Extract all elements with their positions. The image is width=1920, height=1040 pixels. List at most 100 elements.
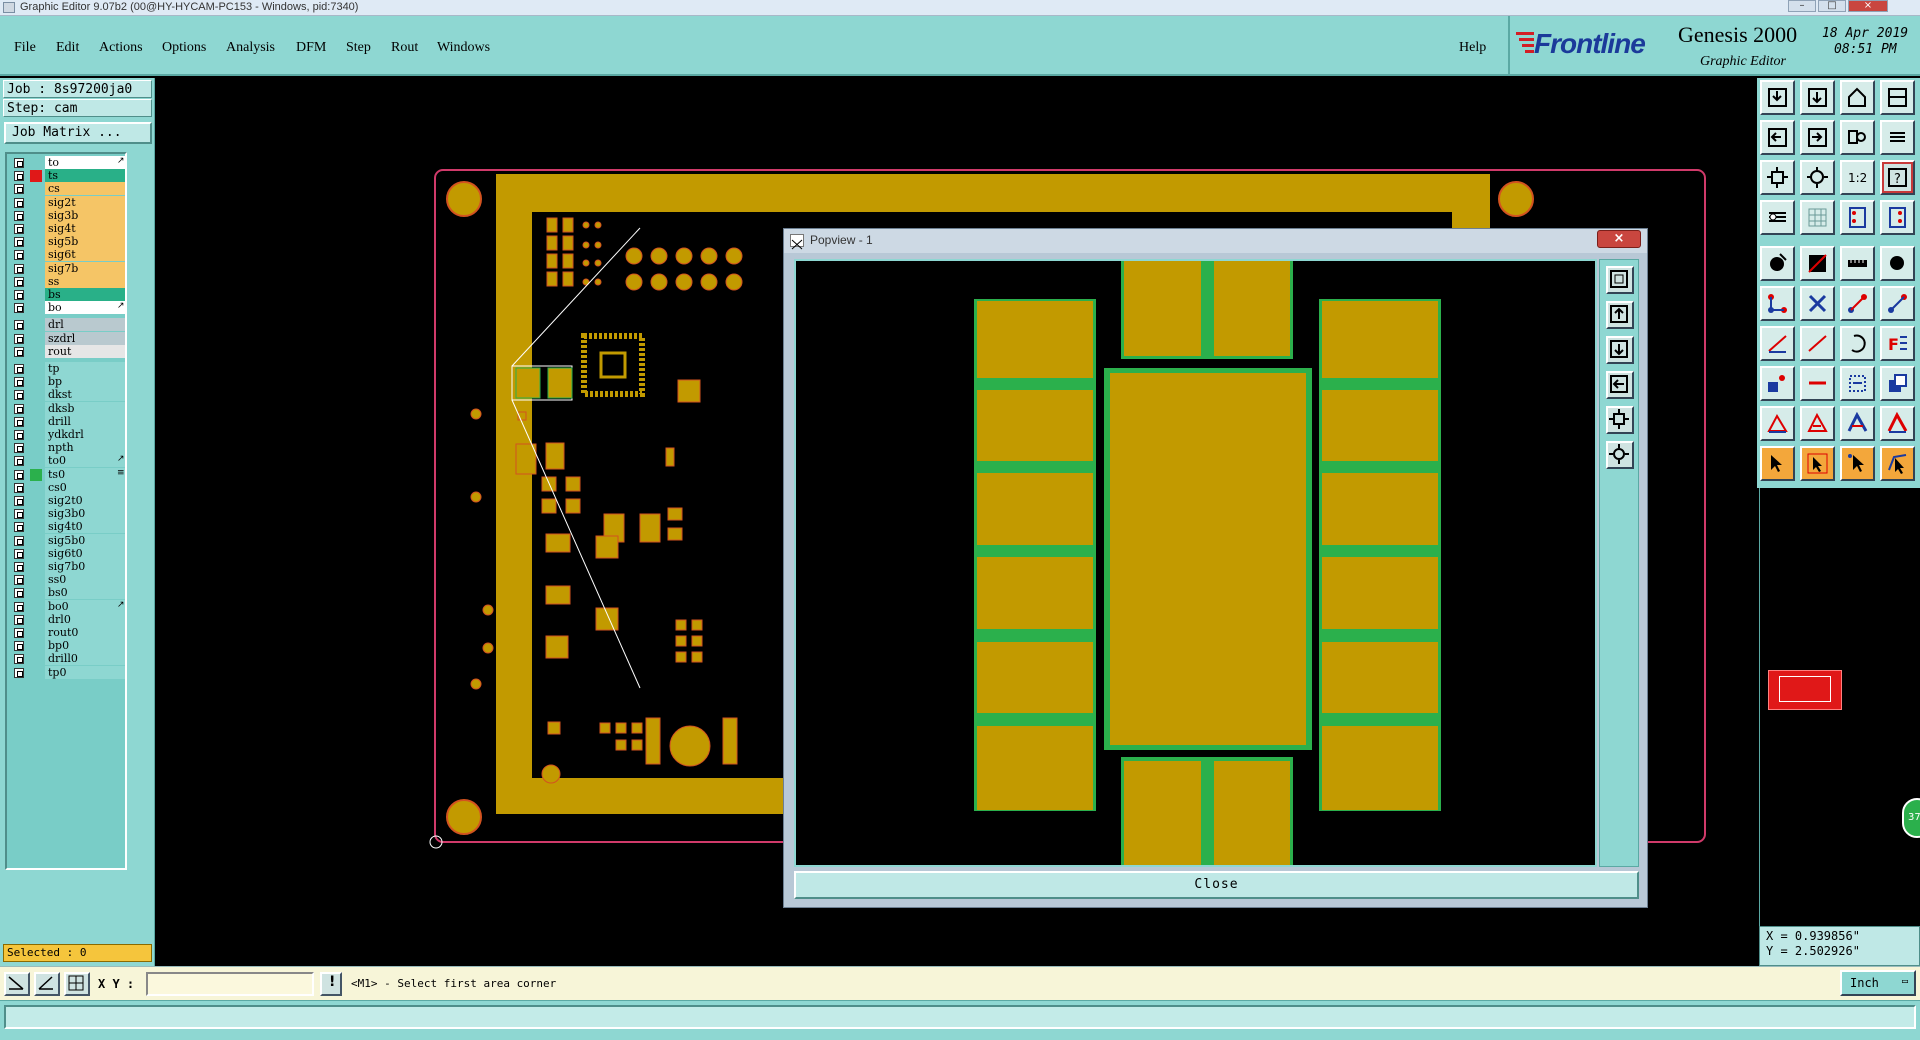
layer-checkbox[interactable]: [14, 171, 24, 182]
layer-color-swatch[interactable]: [30, 170, 42, 183]
layer-row-to[interactable]: to↗: [9, 156, 127, 170]
tool-export-icon[interactable]: [1800, 80, 1835, 115]
layer-row-sig5b0[interactable]: sig5b0: [9, 533, 127, 548]
layer-color-swatch[interactable]: [30, 627, 42, 639]
layer-checkbox[interactable]: [14, 390, 24, 401]
tool-mirror-icon[interactable]: [1840, 120, 1875, 155]
layer-color-swatch[interactable]: [30, 376, 42, 388]
layer-row-npth[interactable]: npth: [9, 441, 127, 455]
layer-name[interactable]: ts: [45, 169, 125, 183]
layer-row-sig6t0[interactable]: sig6t0: [9, 546, 127, 561]
layer-row-sig3b0[interactable]: sig3b0: [9, 507, 127, 521]
minimize-button[interactable]: –: [1788, 0, 1816, 12]
layer-checkbox[interactable]: [14, 482, 24, 493]
tool-cross-icon[interactable]: [1800, 286, 1835, 321]
layer-color-swatch[interactable]: [30, 210, 42, 222]
layer-checkbox[interactable]: [14, 237, 24, 248]
tool-copy-icon[interactable]: [1880, 366, 1915, 401]
overview-map[interactable]: 37: [1759, 488, 1920, 926]
tool-resize-icon[interactable]: [1840, 366, 1875, 401]
layer-checkbox[interactable]: [14, 469, 24, 480]
layer-color-swatch[interactable]: [30, 363, 42, 375]
layer-color-swatch[interactable]: [30, 223, 42, 235]
tool-zoom-fit-icon[interactable]: [1760, 160, 1795, 195]
layer-color-swatch[interactable]: [30, 455, 42, 467]
layer-color-swatch[interactable]: [30, 346, 42, 358]
tool-outline-icon[interactable]: [1840, 406, 1875, 441]
grid-snap-icon[interactable]: [64, 972, 90, 996]
layer-checkbox[interactable]: [14, 588, 24, 599]
menu-rout[interactable]: Rout: [391, 40, 419, 55]
tool-draw-icon[interactable]: [1800, 326, 1835, 361]
tool-home-icon[interactable]: [1840, 80, 1875, 115]
layer-name[interactable]: bp0: [45, 639, 125, 653]
layer-color-swatch[interactable]: [30, 319, 42, 331]
layer-name[interactable]: dksb: [45, 401, 125, 415]
tool-fill-icon[interactable]: [1880, 406, 1915, 441]
layer-color-swatch[interactable]: [30, 561, 42, 573]
tool-pan-right-icon[interactable]: [1800, 120, 1835, 155]
layer-checkbox[interactable]: [14, 263, 24, 274]
popview-close-x-button[interactable]: ×: [1597, 230, 1641, 248]
layer-checkbox[interactable]: [14, 614, 24, 625]
layer-row-bo0[interactable]: bo0↗: [9, 599, 127, 614]
layer-color-swatch[interactable]: [30, 614, 42, 626]
layer-row-sig2t[interactable]: sig2t: [9, 195, 127, 210]
layer-name[interactable]: bs: [45, 288, 125, 301]
layer-name[interactable]: sig3b: [45, 208, 125, 222]
layer-row-bo[interactable]: bo↗: [9, 301, 127, 315]
layer-color-swatch[interactable]: [30, 403, 42, 415]
layer-checkbox[interactable]: [14, 667, 24, 678]
layer-row-szdrl[interactable]: szdrl: [9, 331, 127, 346]
layer-row-rout0[interactable]: rout0: [9, 626, 127, 640]
tool-add-pad-icon[interactable]: [1760, 366, 1795, 401]
layer-name[interactable]: sig6t0: [45, 546, 125, 560]
layer-color-swatch[interactable]: [30, 289, 42, 301]
tool-select-area-icon[interactable]: [1800, 446, 1835, 481]
layer-color-swatch[interactable]: [30, 601, 42, 613]
alert-icon[interactable]: !: [320, 972, 342, 996]
layer-color-swatch[interactable]: [30, 429, 42, 441]
layer-name[interactable]: bs0: [45, 586, 125, 600]
layer-name[interactable]: dkst: [45, 388, 125, 402]
tool-scale-icon[interactable]: 1:2: [1840, 160, 1875, 195]
job-matrix-button[interactable]: Job Matrix ...: [4, 122, 152, 144]
layer-row-ts0[interactable]: ts0≡: [9, 467, 127, 482]
layer-row-sig4t0[interactable]: sig4t0: [9, 520, 127, 534]
layer-color-swatch[interactable]: [30, 442, 42, 454]
layer-row-tp0[interactable]: tp0: [9, 665, 127, 680]
xy-input[interactable]: [146, 972, 314, 996]
layer-row-drill0[interactable]: drill0: [9, 652, 127, 666]
layer-row-sig2t0[interactable]: sig2t0: [9, 494, 127, 508]
popview-close-button[interactable]: Close: [794, 871, 1639, 899]
layer-color-swatch[interactable]: [30, 521, 42, 533]
layer-checkbox[interactable]: [14, 364, 24, 374]
layer-name[interactable]: to: [45, 156, 125, 169]
tool-connect-icon[interactable]: [1840, 286, 1875, 321]
layer-row-cs[interactable]: cs: [9, 182, 127, 196]
popview-pan-left-icon[interactable]: [1606, 371, 1634, 399]
layer-checkbox[interactable]: [14, 403, 24, 414]
tool-point-icon[interactable]: [1880, 246, 1915, 281]
layer-color-swatch[interactable]: [30, 416, 42, 428]
layer-checkbox[interactable]: [14, 224, 24, 234]
layer-checkbox[interactable]: [14, 276, 24, 287]
layer-row-ss[interactable]: ss: [9, 274, 127, 289]
layer-name[interactable]: sig4t0: [45, 520, 125, 534]
layer-color-swatch[interactable]: [30, 667, 42, 679]
layer-checkbox[interactable]: [14, 430, 24, 440]
tool-zoom-home-icon[interactable]: [1760, 80, 1795, 115]
layer-row-sig6t[interactable]: sig6t: [9, 248, 127, 262]
layer-checkbox[interactable]: [14, 377, 24, 388]
layer-name[interactable]: tp: [45, 362, 125, 375]
layer-row-rout[interactable]: rout: [9, 344, 127, 359]
layer-name[interactable]: drill0: [45, 652, 125, 666]
layer-name[interactable]: ydkdrl: [45, 428, 125, 441]
maximize-button[interactable]: □: [1818, 0, 1846, 12]
layer-checkbox[interactable]: [14, 456, 24, 467]
layer-name[interactable]: szdrl: [45, 331, 125, 345]
layer-name[interactable]: bp: [45, 375, 125, 389]
layer-row-dksb[interactable]: dksb: [9, 401, 127, 416]
layer-checkbox[interactable]: [14, 562, 24, 572]
layer-color-swatch[interactable]: [30, 574, 42, 586]
